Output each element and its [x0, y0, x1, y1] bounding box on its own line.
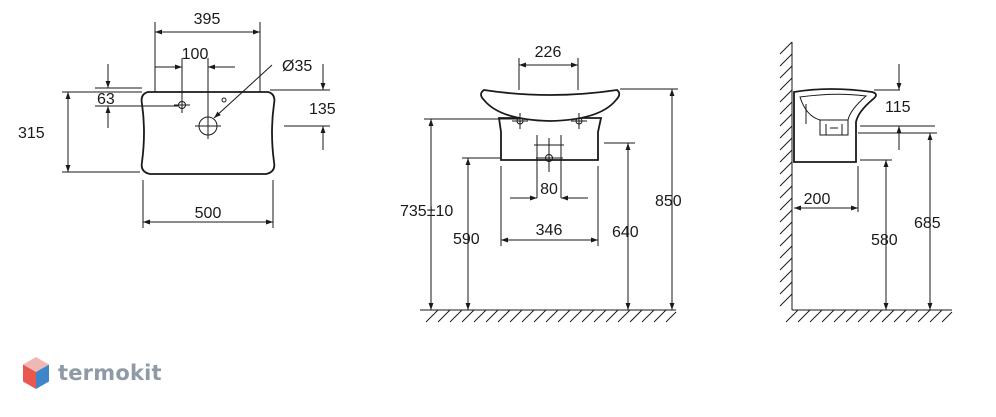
- dim-200: 200: [804, 191, 831, 208]
- dim-580: 580: [871, 232, 898, 249]
- dim-100: 100: [182, 46, 209, 63]
- dim-500: 500: [195, 205, 222, 222]
- brand-logo: termokit: [22, 356, 162, 390]
- front-bowl: [480, 89, 621, 122]
- dim-735: 735±10: [400, 203, 453, 220]
- top-view: 395 100 Ø35 63 315 135 500: [18, 11, 336, 228]
- dim-850: 850: [655, 193, 682, 210]
- dim-346: 346: [536, 222, 563, 239]
- side-wall-hatch: [779, 41, 793, 307]
- tap-hole: [195, 113, 221, 139]
- side-view: 115 200 580 685: [779, 41, 953, 323]
- front-view: 226 80 346 735±10 590 640 850: [400, 44, 682, 323]
- dim-590: 590: [453, 231, 480, 248]
- side-basin-profile: [793, 88, 877, 163]
- cube-logo-icon: [23, 357, 49, 389]
- dim-685: 685: [914, 215, 941, 232]
- supply-pipes: [534, 135, 564, 198]
- side-floor-hatch: [785, 309, 953, 323]
- brand-name: termokit: [58, 361, 162, 385]
- dim-226: 226: [535, 44, 562, 61]
- fixing-bolts: [512, 113, 587, 129]
- dim-395: 395: [194, 11, 221, 28]
- dim-315: 315: [18, 125, 45, 142]
- side-bowl-inner: [799, 93, 868, 121]
- dim-115: 115: [885, 99, 911, 116]
- side-trap: [819, 120, 849, 136]
- dim-diameter-35: Ø35: [282, 58, 312, 75]
- dim-135: 135: [309, 101, 336, 118]
- front-pedestal: [497, 117, 603, 161]
- front-floor-hatch: [425, 309, 677, 323]
- dim-63: 63: [97, 91, 115, 108]
- dim-640: 640: [612, 224, 639, 241]
- dim-80: 80: [540, 181, 558, 198]
